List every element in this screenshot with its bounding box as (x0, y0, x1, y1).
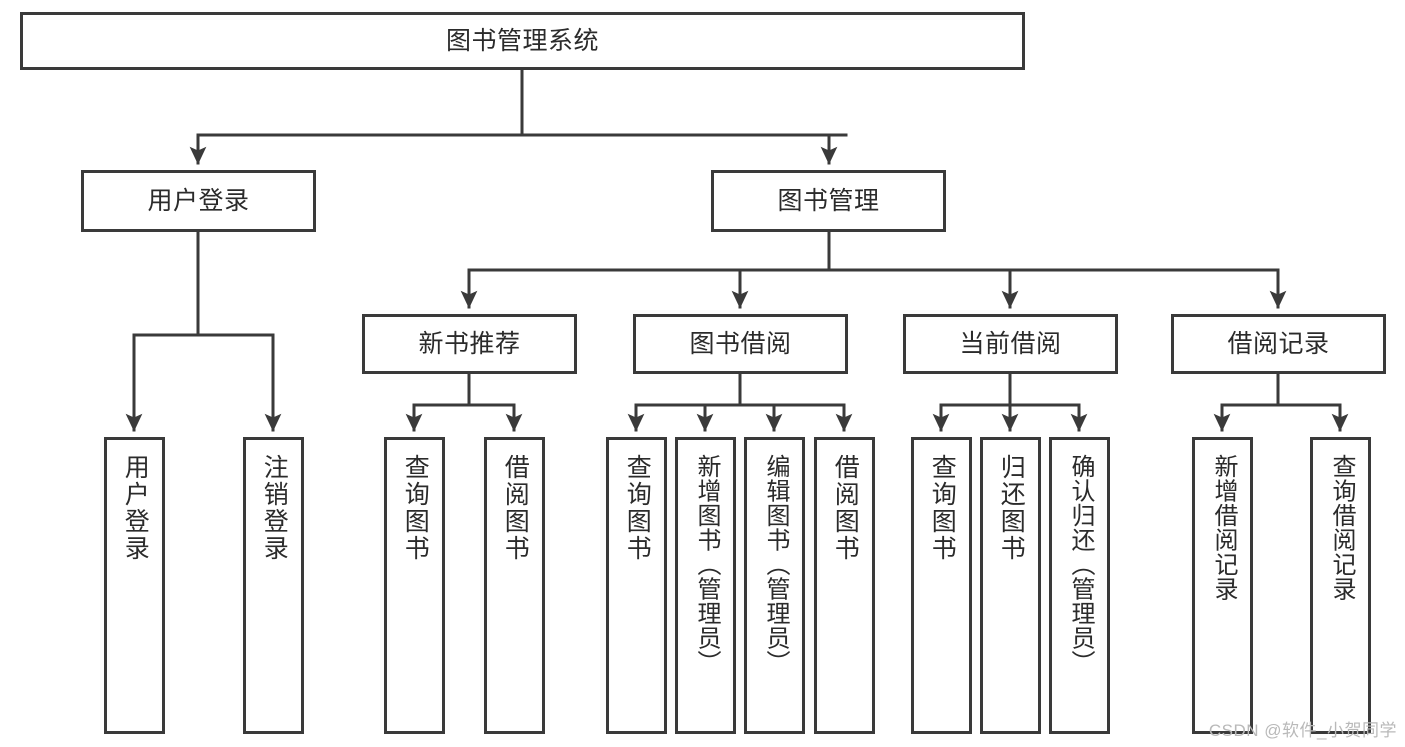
leaf-recommend-query-book[interactable]: 查询图书 (384, 437, 445, 734)
node-borrow-record[interactable]: 借阅记录 (1171, 314, 1386, 374)
leaf-user-login-login[interactable]: 用户登录 (104, 437, 165, 734)
node-label: 新增图书（管理员） (692, 454, 720, 675)
node-label: 图书管理系统 (445, 26, 599, 55)
leaf-recommend-borrow-book[interactable]: 借阅图书 (484, 437, 545, 734)
leaf-borrow-add-book-admin[interactable]: 新增图书（管理员） (675, 437, 736, 734)
node-book-borrow[interactable]: 图书借阅 (633, 314, 848, 374)
leaf-current-return-book[interactable]: 归还图书 (980, 437, 1041, 734)
node-label: 查询借阅记录 (1327, 454, 1355, 601)
leaf-borrow-borrow-book[interactable]: 借阅图书 (814, 437, 875, 734)
leaf-record-add-borrow-record[interactable]: 新增借阅记录 (1192, 437, 1253, 734)
node-label: 用户登录 (121, 454, 150, 562)
node-label: 新增借阅记录 (1209, 454, 1237, 601)
node-label: 借阅图书 (501, 454, 530, 562)
node-label: 用户登录 (147, 186, 250, 215)
csdn-watermark: CSDN @软件_小贺同学 (1208, 721, 1397, 740)
leaf-current-confirm-return-admin[interactable]: 确认归还（管理员） (1049, 437, 1110, 734)
node-label: 查询图书 (928, 454, 957, 562)
leaf-borrow-edit-book-admin[interactable]: 编辑图书（管理员） (744, 437, 805, 734)
node-label: 注销登录 (260, 454, 289, 562)
leaf-user-login-logout[interactable]: 注销登录 (243, 437, 304, 734)
node-label: 图书借阅 (689, 329, 792, 358)
leaf-borrow-query-book[interactable]: 查询图书 (606, 437, 667, 734)
node-label: 新书推荐 (418, 329, 521, 358)
leaf-record-query-borrow-record[interactable]: 查询借阅记录 (1310, 437, 1371, 734)
node-label: 借阅记录 (1227, 329, 1330, 358)
node-label: 图书管理 (777, 186, 880, 215)
node-root-system[interactable]: 图书管理系统 (20, 12, 1025, 70)
node-label: 当前借阅 (959, 329, 1062, 358)
node-label: 归还图书 (997, 454, 1026, 562)
node-label: 查询图书 (623, 454, 652, 562)
node-new-book-recommend[interactable]: 新书推荐 (362, 314, 577, 374)
node-label: 查询图书 (401, 454, 430, 562)
node-label: 借阅图书 (831, 454, 860, 562)
node-current-borrow[interactable]: 当前借阅 (903, 314, 1118, 374)
leaf-current-query-book[interactable]: 查询图书 (911, 437, 972, 734)
node-user-login[interactable]: 用户登录 (81, 170, 316, 232)
node-label: 编辑图书（管理员） (761, 454, 789, 675)
node-label: 确认归还（管理员） (1066, 454, 1094, 675)
node-book-management[interactable]: 图书管理 (711, 170, 946, 232)
